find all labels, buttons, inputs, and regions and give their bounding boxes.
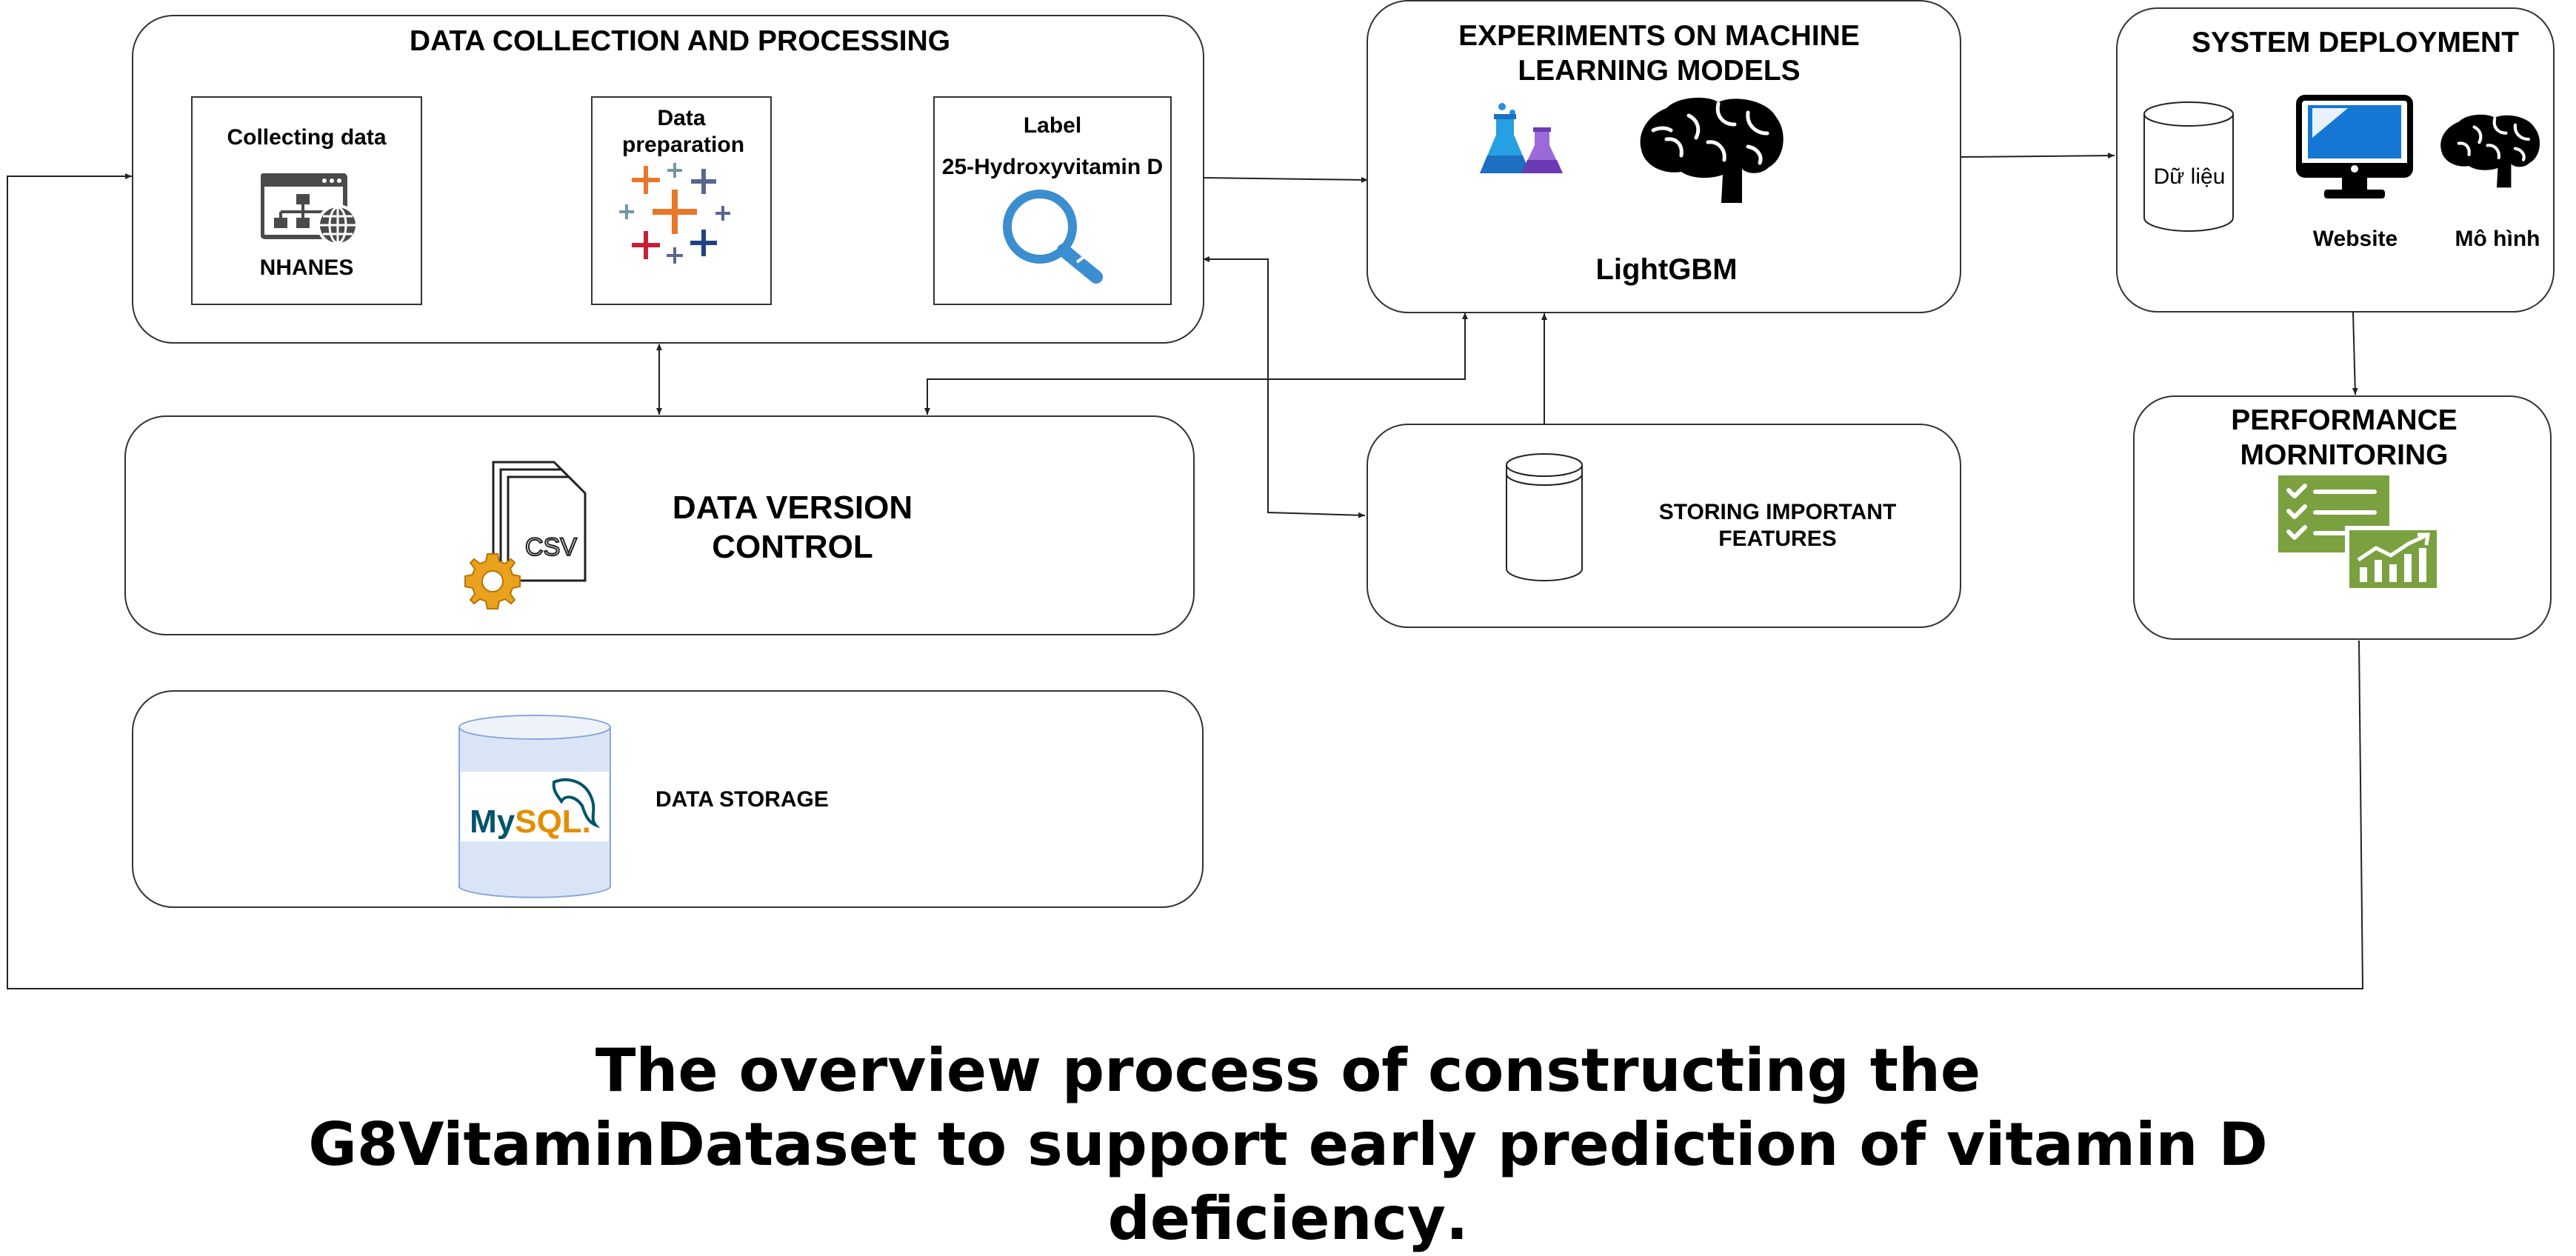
lightgbm-label: LightGBM bbox=[1595, 253, 1738, 286]
website-label: Website bbox=[2312, 227, 2398, 251]
caption-dataset: G8VitaminDataset bbox=[308, 1110, 918, 1179]
brain-icon-small bbox=[2440, 114, 2540, 188]
experiments-version-arrow bbox=[924, 313, 1468, 415]
data-collection-title: DATA COLLECTION AND PROCESSING bbox=[409, 25, 951, 57]
collection-to-experiments-arrow bbox=[1201, 176, 1369, 183]
svg-text:MySQL.: MySQL. bbox=[470, 804, 591, 840]
collection-features-arrow bbox=[1203, 256, 1366, 518]
nhanes-label: NHANES bbox=[259, 255, 354, 280]
feature-database-icon bbox=[1506, 453, 1583, 581]
caption-part-3: . bbox=[1446, 1184, 1469, 1253]
experiments-to-deployment-arrow bbox=[1961, 153, 2115, 159]
gear-icon bbox=[464, 553, 521, 609]
version-control-section bbox=[124, 415, 1195, 635]
data-preparation-title: Data preparation bbox=[622, 106, 745, 157]
feature-store-title: STORING IMPORTANT FEATURES bbox=[1658, 500, 1897, 551]
data-storage-title: DATA STORAGE bbox=[655, 787, 829, 812]
flask-icon bbox=[1480, 103, 1563, 173]
data-label: Dữ liệu bbox=[2153, 164, 2226, 189]
tableau-plus-icon bbox=[619, 163, 730, 264]
sitemap-globe-icon bbox=[261, 173, 358, 246]
caption-part-1: The overview process of constructing the bbox=[595, 1036, 1981, 1105]
label-title: Label bbox=[1023, 113, 1082, 138]
deployment-to-monitoring-arrow bbox=[2352, 312, 2358, 395]
data-storage-section bbox=[132, 690, 1204, 908]
label-value: 25-Hydroxyvitamin D bbox=[941, 155, 1164, 179]
caption-part-2: to support early prediction of bbox=[917, 1110, 1946, 1179]
feature-store-section bbox=[1367, 424, 1961, 628]
mysql-logo: MySQL. bbox=[458, 715, 611, 898]
figure-caption: The overview process of constructing the… bbox=[0, 1034, 2576, 1256]
data-preparation-box bbox=[591, 96, 772, 305]
brain-icon bbox=[1640, 97, 1783, 203]
experiments-title: EXPERIMENTS ON MACHINE LEARNING MODELS bbox=[1458, 20, 1860, 87]
caption-line-1: The overview process of constructing the… bbox=[288, 1034, 2288, 1256]
checklist-chart-icon bbox=[2278, 475, 2437, 588]
deployment-title: SYSTEM DEPLOYMENT bbox=[2191, 27, 2520, 59]
collecting-data-title: Collecting data bbox=[227, 125, 387, 150]
csv-files-icon: CSV bbox=[492, 461, 587, 582]
monitoring-title: PERFORMANCE MORNITORING bbox=[2231, 404, 2457, 471]
model-label: Mô hình bbox=[2455, 227, 2540, 251]
version-control-title: DATA VERSION CONTROL bbox=[672, 490, 913, 565]
monitor-icon bbox=[2296, 95, 2413, 198]
database-icon bbox=[2143, 101, 2234, 232]
csv-file-label: CSV bbox=[525, 533, 577, 561]
feedback-loop-arrow bbox=[7, 173, 2364, 989]
search-icon bbox=[1003, 190, 1103, 284]
